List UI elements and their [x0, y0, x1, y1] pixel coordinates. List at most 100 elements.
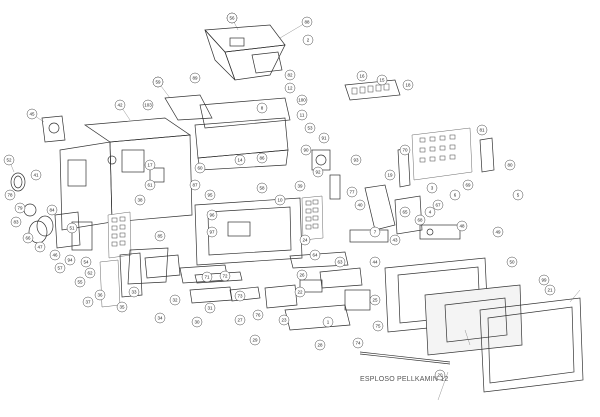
callout-96: 96 — [206, 209, 218, 221]
callout-18: 18 — [402, 79, 414, 91]
callout-label: 24 — [302, 238, 308, 243]
callout-label: 38 — [137, 198, 143, 203]
callout-label: 45 — [29, 112, 35, 117]
callout-label: 60 — [197, 166, 203, 171]
callout-48: 48 — [456, 220, 468, 232]
callout-label: 4 — [429, 210, 432, 215]
callout-81: 81 — [476, 124, 488, 136]
callout-82: 82 — [284, 69, 296, 81]
door-part — [479, 297, 584, 393]
callout-label: 68 — [417, 218, 423, 223]
callout-label: 58 — [259, 186, 265, 191]
callout-56: 56 — [226, 12, 238, 24]
callout-label: 93 — [353, 158, 359, 163]
callout-label: 1 — [327, 320, 330, 325]
callout-label: 86 — [259, 156, 265, 161]
callout-label: 50 — [509, 260, 515, 265]
callout-label: 21 — [547, 288, 553, 293]
callout-label: 103 — [144, 103, 152, 108]
callout-label: 52 — [6, 158, 12, 163]
callout-label: 63 — [337, 260, 343, 265]
callout-52: 52 — [3, 154, 15, 166]
callout-label: 11 — [300, 113, 305, 118]
callout-37: 37 — [82, 296, 94, 308]
callout-72: 72 — [219, 270, 231, 282]
diagram-caption: ESPLOSO PELLKAMIN 12 — [360, 376, 449, 383]
callout-label: 15 — [379, 78, 385, 83]
callout-label: 19 — [387, 173, 393, 178]
callout-45: 45 — [26, 108, 38, 120]
callout-47: 47 — [34, 241, 46, 253]
back-grille-part — [411, 127, 473, 181]
callout-67: 67 — [432, 199, 444, 211]
callout-label: 74 — [355, 341, 361, 346]
callout-label: 69 — [465, 183, 471, 188]
callout-14: 14 — [234, 154, 246, 166]
callout-35: 35 — [116, 301, 128, 313]
callout-49: 49 — [492, 226, 504, 238]
callout-label: 41 — [33, 173, 39, 178]
callout-label: 65 — [402, 210, 408, 215]
callout-65: 65 — [399, 206, 411, 218]
callout-label: 23 — [281, 318, 287, 323]
upper-frame-part — [164, 94, 291, 171]
callout-17: 17 — [144, 159, 156, 171]
callout-label: 6 — [454, 193, 457, 198]
fan-assembly-part — [23, 203, 93, 251]
callout-label: 75 — [375, 324, 381, 329]
callout-91: 91 — [318, 132, 330, 144]
callout-8: 8 — [256, 102, 268, 114]
callout-33: 33 — [128, 286, 140, 298]
callout-label: 62 — [87, 271, 93, 276]
callout-62: 62 — [84, 267, 96, 279]
callout-88: 88 — [301, 16, 313, 28]
callout-label: 33 — [131, 290, 137, 295]
callout-78: 78 — [4, 189, 16, 201]
callout-label: 83 — [13, 220, 19, 225]
callout-label: 94 — [67, 258, 73, 263]
callout-100: 100 — [296, 94, 308, 106]
callout-94: 94 — [64, 254, 76, 266]
callout-label: 32 — [172, 298, 178, 303]
callout-103: 103 — [142, 99, 154, 111]
callout-30: 30 — [191, 316, 203, 328]
callout-16: 16 — [356, 70, 368, 82]
callout-label: 90 — [303, 148, 309, 153]
callout-57: 57 — [54, 262, 66, 274]
callout-label: 10 — [277, 198, 283, 203]
callout-1: 1 — [322, 316, 334, 328]
callout-79: 79 — [14, 202, 26, 214]
door-glass-part — [424, 284, 523, 356]
callout-label: 46 — [52, 253, 58, 258]
callout-54: 54 — [80, 256, 92, 268]
callout-61: 61 — [144, 179, 156, 191]
callout-label: 30 — [194, 320, 200, 325]
callout-97: 97 — [206, 226, 218, 238]
callout-6: 6 — [449, 189, 461, 201]
callout-label: 80 — [507, 163, 513, 168]
callout-label: 70 — [402, 148, 408, 153]
callout-label: 47 — [37, 245, 43, 250]
callout-label: 100 — [298, 98, 306, 103]
callout-label: 66 — [25, 236, 31, 241]
callout-label: 54 — [83, 260, 89, 265]
callout-43: 43 — [389, 234, 401, 246]
callout-label: 91 — [321, 136, 327, 141]
callout-label: 97 — [209, 230, 215, 235]
callout-label: 77 — [349, 190, 355, 195]
callout-label: 76 — [255, 313, 261, 318]
callout-80: 80 — [504, 159, 516, 171]
callout-label: 88 — [304, 20, 310, 25]
burner-pot-part — [344, 79, 401, 101]
callout-label: 18 — [405, 83, 411, 88]
callout-39: 39 — [294, 180, 306, 192]
callout-22: 22 — [294, 286, 306, 298]
callout-25: 25 — [369, 294, 381, 306]
callout-38: 38 — [134, 194, 146, 206]
callout-32: 32 — [169, 294, 181, 306]
callout-label: 81 — [479, 128, 485, 133]
callout-label: 71 — [204, 275, 210, 280]
callout-label: 26 — [299, 273, 305, 278]
callout-75: 75 — [372, 320, 384, 332]
